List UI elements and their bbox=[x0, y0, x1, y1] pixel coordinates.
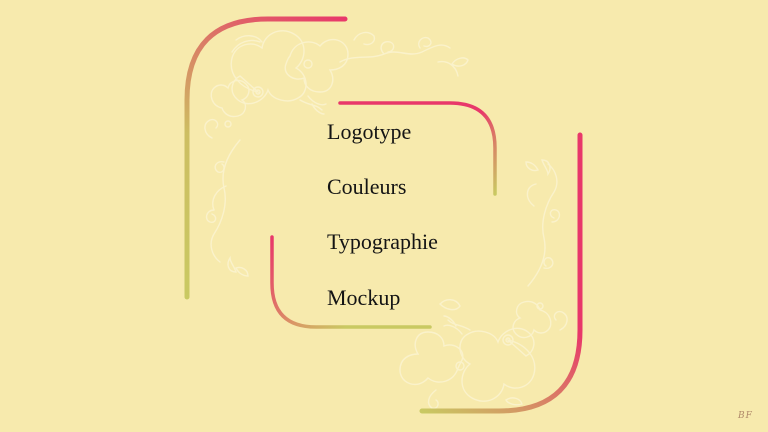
menu-item-couleurs[interactable]: Couleurs bbox=[327, 174, 407, 199]
frame-outer-top-left bbox=[184, 16, 348, 300]
menu-item-logotype[interactable]: Logotype bbox=[327, 119, 412, 144]
frame-outer-bottom-right bbox=[419, 132, 583, 414]
menu-item-mockup[interactable]: Mockup bbox=[327, 285, 401, 310]
author-signature: BF bbox=[738, 411, 753, 421]
frame-inner-bottom-left bbox=[270, 235, 432, 329]
floral-ornament-top-left bbox=[204, 30, 469, 277]
menu-item-typographie[interactable]: Typographie bbox=[327, 229, 438, 254]
frame-inner-top-right bbox=[338, 101, 497, 196]
floral-ornament-bottom-right bbox=[399, 159, 568, 410]
